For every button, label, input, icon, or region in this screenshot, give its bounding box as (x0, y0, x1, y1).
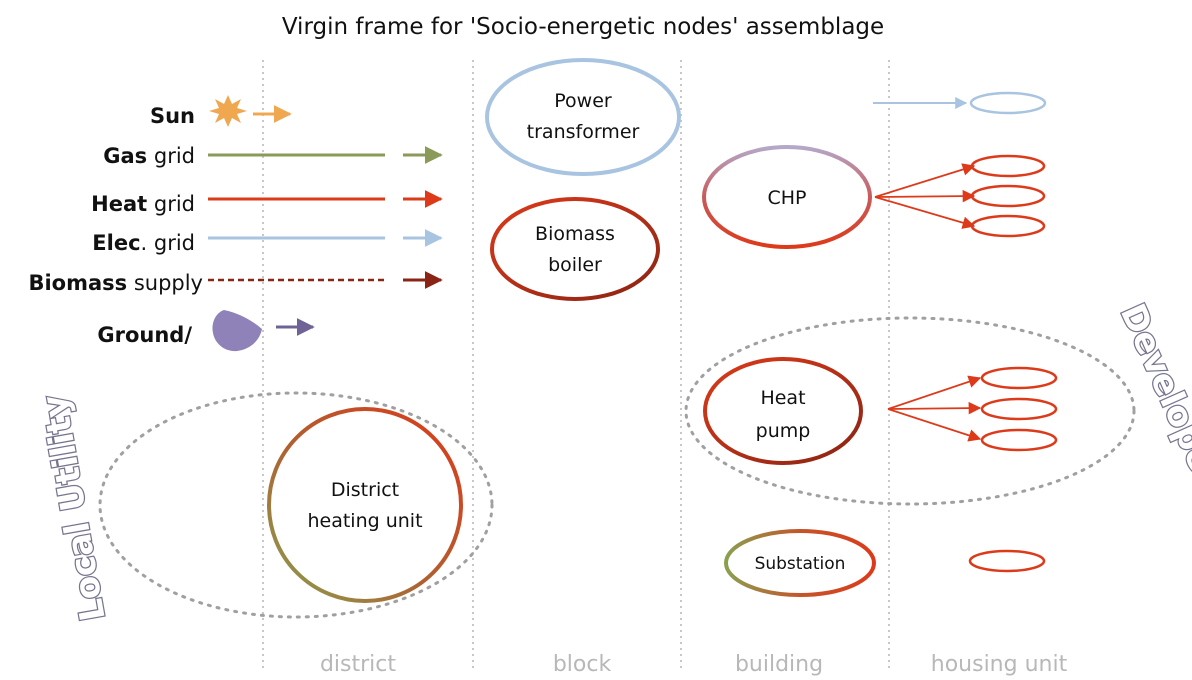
local-utility-boundary (98, 391, 494, 619)
housing-unit-substation (968, 549, 1046, 573)
housing-unit-chp-1 (970, 154, 1046, 178)
legend-sun-label: Sun (150, 104, 195, 128)
power-transformer-label-2: transformer (527, 121, 640, 143)
district-heating-label-2: heating unit (307, 510, 422, 532)
housing-unit-hp-2 (980, 397, 1058, 421)
scale-label-building: building (735, 652, 823, 677)
legend-ground-label: Ground/ (97, 323, 192, 347)
substation-label: Substation (755, 554, 846, 574)
developer-boundary (684, 316, 1136, 506)
scale-label-housing-unit: housing unit (931, 652, 1068, 677)
node-substation: Substation (724, 529, 876, 597)
scale-label-district: district (320, 652, 396, 677)
housing-unit-elec (969, 91, 1047, 115)
heat-pump-arrow-2 (887, 401, 982, 415)
node-biomass-boiler: Biomass boiler (490, 197, 660, 301)
chp-arrow-2 (874, 189, 976, 203)
local-utility-label: Local Utility (35, 392, 114, 624)
node-chp: CHP (702, 145, 872, 249)
housing-unit-chp-3 (970, 214, 1046, 238)
node-heat-pump: Heat pump (703, 357, 863, 465)
housing-unit-links (873, 91, 1058, 573)
heat-pump-label-1: Heat (760, 387, 805, 409)
district-heating-label-1: District (331, 479, 399, 501)
legend: Sun Gas grid Heat grid Elec. grid Biomas… (28, 95, 443, 352)
diagram-title: Virgin frame for 'Socio-energetic nodes'… (282, 14, 884, 40)
legend-biomass-label: Biomass supply (28, 271, 203, 295)
chp-arrow-3 (874, 196, 976, 229)
housing-unit-hp-1 (980, 366, 1058, 390)
scale-label-block: block (553, 652, 612, 677)
developer-label: Developer (1112, 298, 1192, 493)
node-district-heating-unit: District heating unit (267, 407, 463, 603)
chp-label: CHP (767, 187, 806, 209)
heat-pump-label-2: pump (756, 420, 811, 442)
housing-unit-hp-3 (980, 428, 1058, 452)
sun-icon (209, 95, 247, 127)
node-power-transformer: Power transformer (485, 58, 681, 176)
housing-unit-chp-2 (970, 184, 1046, 208)
heat-pump-arrow-3 (887, 408, 982, 442)
biomass-boiler-label-1: Biomass (535, 223, 615, 245)
ground-drop-icon (212, 310, 262, 352)
scale-dividers (262, 60, 890, 668)
power-transformer-label-1: Power (554, 90, 612, 112)
chp-arrow-1 (874, 163, 976, 198)
legend-gas-label: Gas grid (103, 144, 195, 168)
legend-heat-label: Heat grid (91, 192, 195, 216)
heat-pump-arrow-1 (887, 375, 982, 410)
legend-elec-label: Elec. grid (92, 231, 195, 255)
biomass-boiler-label-2: boiler (548, 254, 602, 276)
